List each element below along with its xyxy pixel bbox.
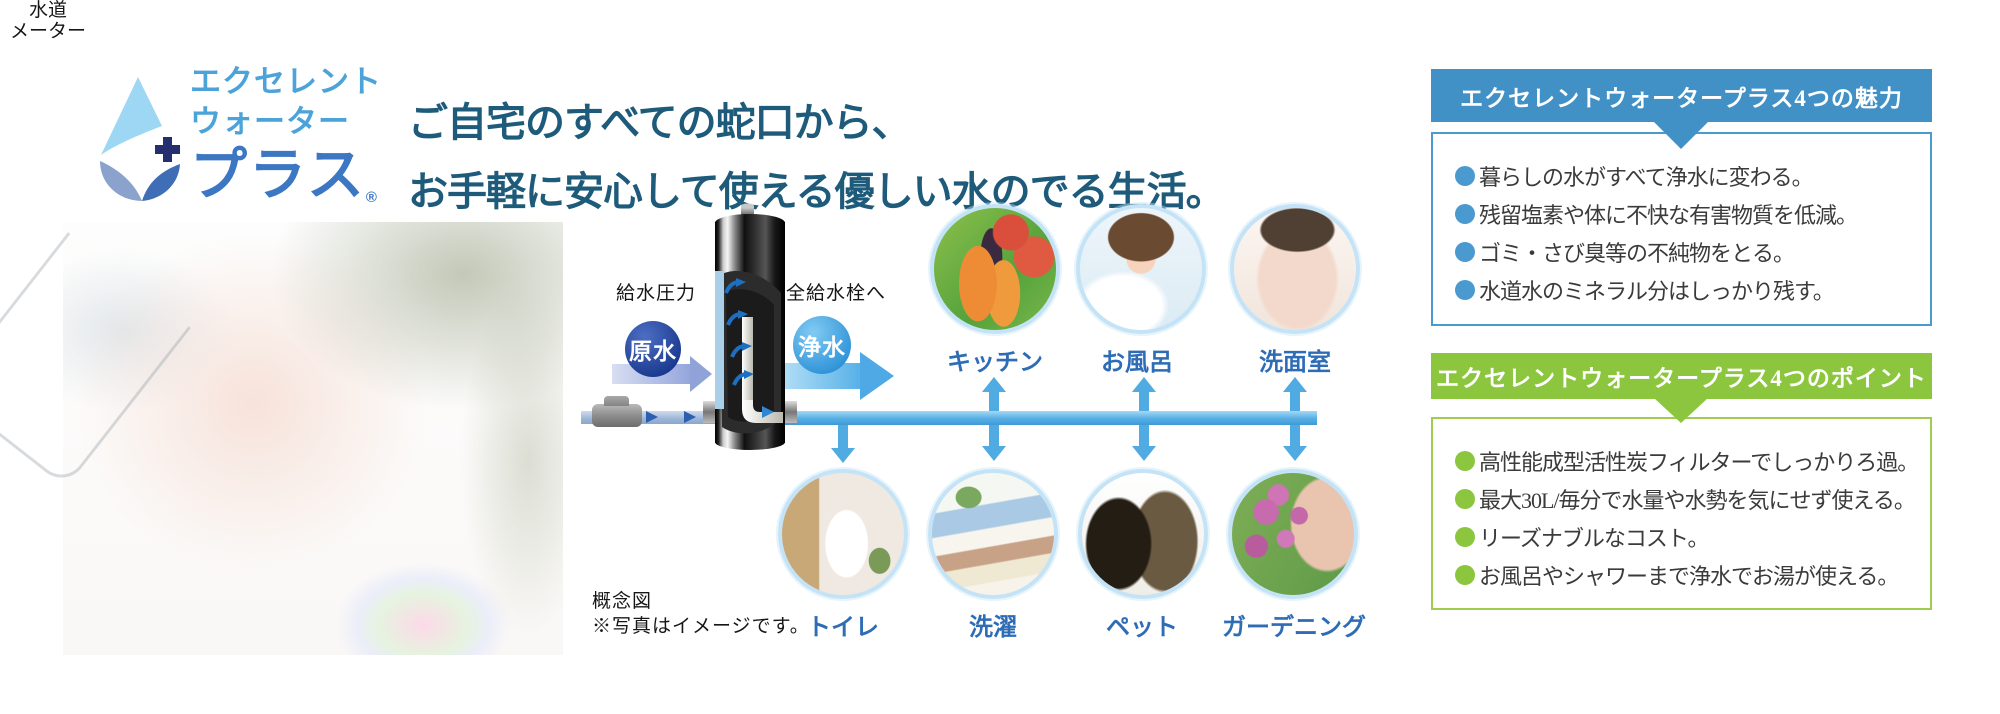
dest-label-toilet: トイレ	[807, 615, 879, 641]
blue-bullet-icon	[1455, 166, 1475, 186]
points-item: 高性能成型活性炭フィルターでしっかりろ過。	[1433, 442, 1930, 480]
blue-bullet-icon	[1455, 242, 1475, 262]
appeal-item: 残留塩素や体に不快な有害物質を低減。	[1433, 195, 1930, 233]
dest-label-washroom: 洗面室	[1259, 350, 1331, 376]
dest-label-bath: お風呂	[1101, 350, 1173, 376]
appeal-panel: 暮らしの水がすべて浄水に変わる。 残留塩素や体に不快な有害物質を低減。 ゴミ・さ…	[1431, 132, 1932, 326]
brand-plus-text: プラス	[190, 143, 366, 207]
points-item: 最大30L/毎分で水量や水勢を気にせず使える。	[1433, 480, 1930, 518]
headline-line1: ご自宅のすべての蛇口から、	[408, 100, 912, 145]
green-bullet-icon	[1455, 451, 1475, 471]
water-meter-label-line1: 水道	[28, 0, 67, 21]
blue-bullet-icon	[1455, 204, 1475, 224]
water-glass-shape	[0, 232, 191, 489]
purified-water-badge: 浄水	[793, 316, 851, 374]
blue-bullet-icon	[1455, 280, 1475, 300]
gardening-photo	[1228, 469, 1358, 599]
filter-unit-cutaway	[703, 203, 797, 450]
water-meter-icon	[592, 404, 642, 427]
points-panel: 高性能成型活性炭フィルターでしっかりろ過。 最大30L/毎分で水量や水勢を気にせ…	[1431, 417, 1932, 610]
purified-water-arrow-head	[860, 352, 894, 400]
appeal-panel-pointer	[1654, 122, 1708, 149]
appeal-item-text: 残留塩素や体に不快な有害物質を低減。	[1479, 203, 1858, 228]
registered-trademark: ®	[365, 189, 377, 206]
appeal-item-text: 水道水のミネラル分はしっかり残す。	[1479, 279, 1835, 304]
appeal-item-text: 暮らしの水がすべて浄水に変わる。	[1479, 165, 1814, 190]
points-item: お風呂やシャワーまで浄水でお湯が使える。	[1433, 556, 1930, 594]
water-drop-logo-icon	[100, 77, 180, 201]
page-title: ご自宅のすべての蛇口から、 お手軽に安心して使える優しい水のでる生活。	[408, 88, 1226, 226]
headline-line2: お手軽に安心して使える優しい水のでる生活。	[408, 169, 1226, 214]
raw-water-label: 原水	[629, 339, 677, 364]
appeal-item: ゴミ・さび臭等の不純物をとる。	[1433, 233, 1930, 271]
purified-water-label: 浄水	[798, 335, 846, 360]
points-panel-pointer	[1654, 398, 1708, 423]
brand-name-line3: プラス®	[190, 144, 382, 229]
raw-water-badge: 原水	[625, 321, 681, 377]
face-washing-photo	[1230, 204, 1360, 334]
supply-pressure-label: 給水圧力	[616, 283, 697, 304]
appeal-panel-title: エクセレントウォータープラス4つの魅力	[1431, 69, 1932, 122]
dest-label-pets: ペット	[1106, 615, 1178, 641]
flow-direction-arrow	[646, 411, 658, 423]
brand-name-line2: ウォーター	[190, 104, 350, 139]
water-meter-cap	[604, 396, 629, 406]
appeal-item: 水道水のミネラル分はしっかり残す。	[1433, 271, 1930, 309]
green-bullet-icon	[1455, 527, 1475, 547]
brand-name-line1: エクセレント	[190, 64, 382, 99]
flow-direction-arrow	[684, 411, 696, 423]
dest-label-laundry: 洗濯	[969, 615, 1017, 641]
points-item-text: 高性能成型活性炭フィルターでしっかりろ過。	[1479, 450, 1919, 475]
points-panel-title: エクセレントウォータープラス4つのポイント	[1431, 353, 1932, 399]
vegetables-photo	[930, 204, 1060, 334]
toilet-photo	[778, 469, 908, 599]
green-bullet-icon	[1455, 565, 1475, 585]
water-meter-label-line2: メーター	[9, 21, 86, 42]
photo-disclaimer-note: ※写真はイメージです。	[592, 616, 810, 637]
branch-arrow-toilet	[831, 419, 855, 463]
points-item-text: 最大30L/毎分で水量や水勢を気にせず使える。	[1479, 488, 1916, 513]
woman-drinking-water-photo	[0, 222, 563, 655]
points-item-text: リーズナブルなコスト。	[1479, 526, 1709, 551]
towels-photo	[928, 469, 1058, 599]
appeal-item: 暮らしの水がすべて浄水に変わる。	[1433, 157, 1930, 195]
points-item-text: お風呂やシャワーまで浄水でお湯が使える。	[1479, 564, 1899, 589]
puppy-kitten-photo	[1078, 469, 1208, 599]
child-bath-photo	[1076, 204, 1206, 334]
distribution-pipe	[783, 411, 1317, 425]
to-all-faucets-label: 全給水栓へ	[786, 283, 887, 304]
appeal-item-text: ゴミ・さび臭等の不純物をとる。	[1479, 241, 1795, 266]
brand-logo: エクセレント ウォーター プラス®	[190, 62, 382, 229]
water-meter-label: 水道 メーター	[0, 0, 96, 42]
raw-water-arrow-head	[690, 356, 712, 392]
dest-label-kitchen: キッチン	[947, 350, 1043, 376]
points-item: リーズナブルなコスト。	[1433, 518, 1930, 556]
dest-label-gardening: ガーデニング	[1222, 615, 1366, 641]
green-bullet-icon	[1455, 489, 1475, 509]
schematic-note: 概念図	[592, 591, 653, 612]
